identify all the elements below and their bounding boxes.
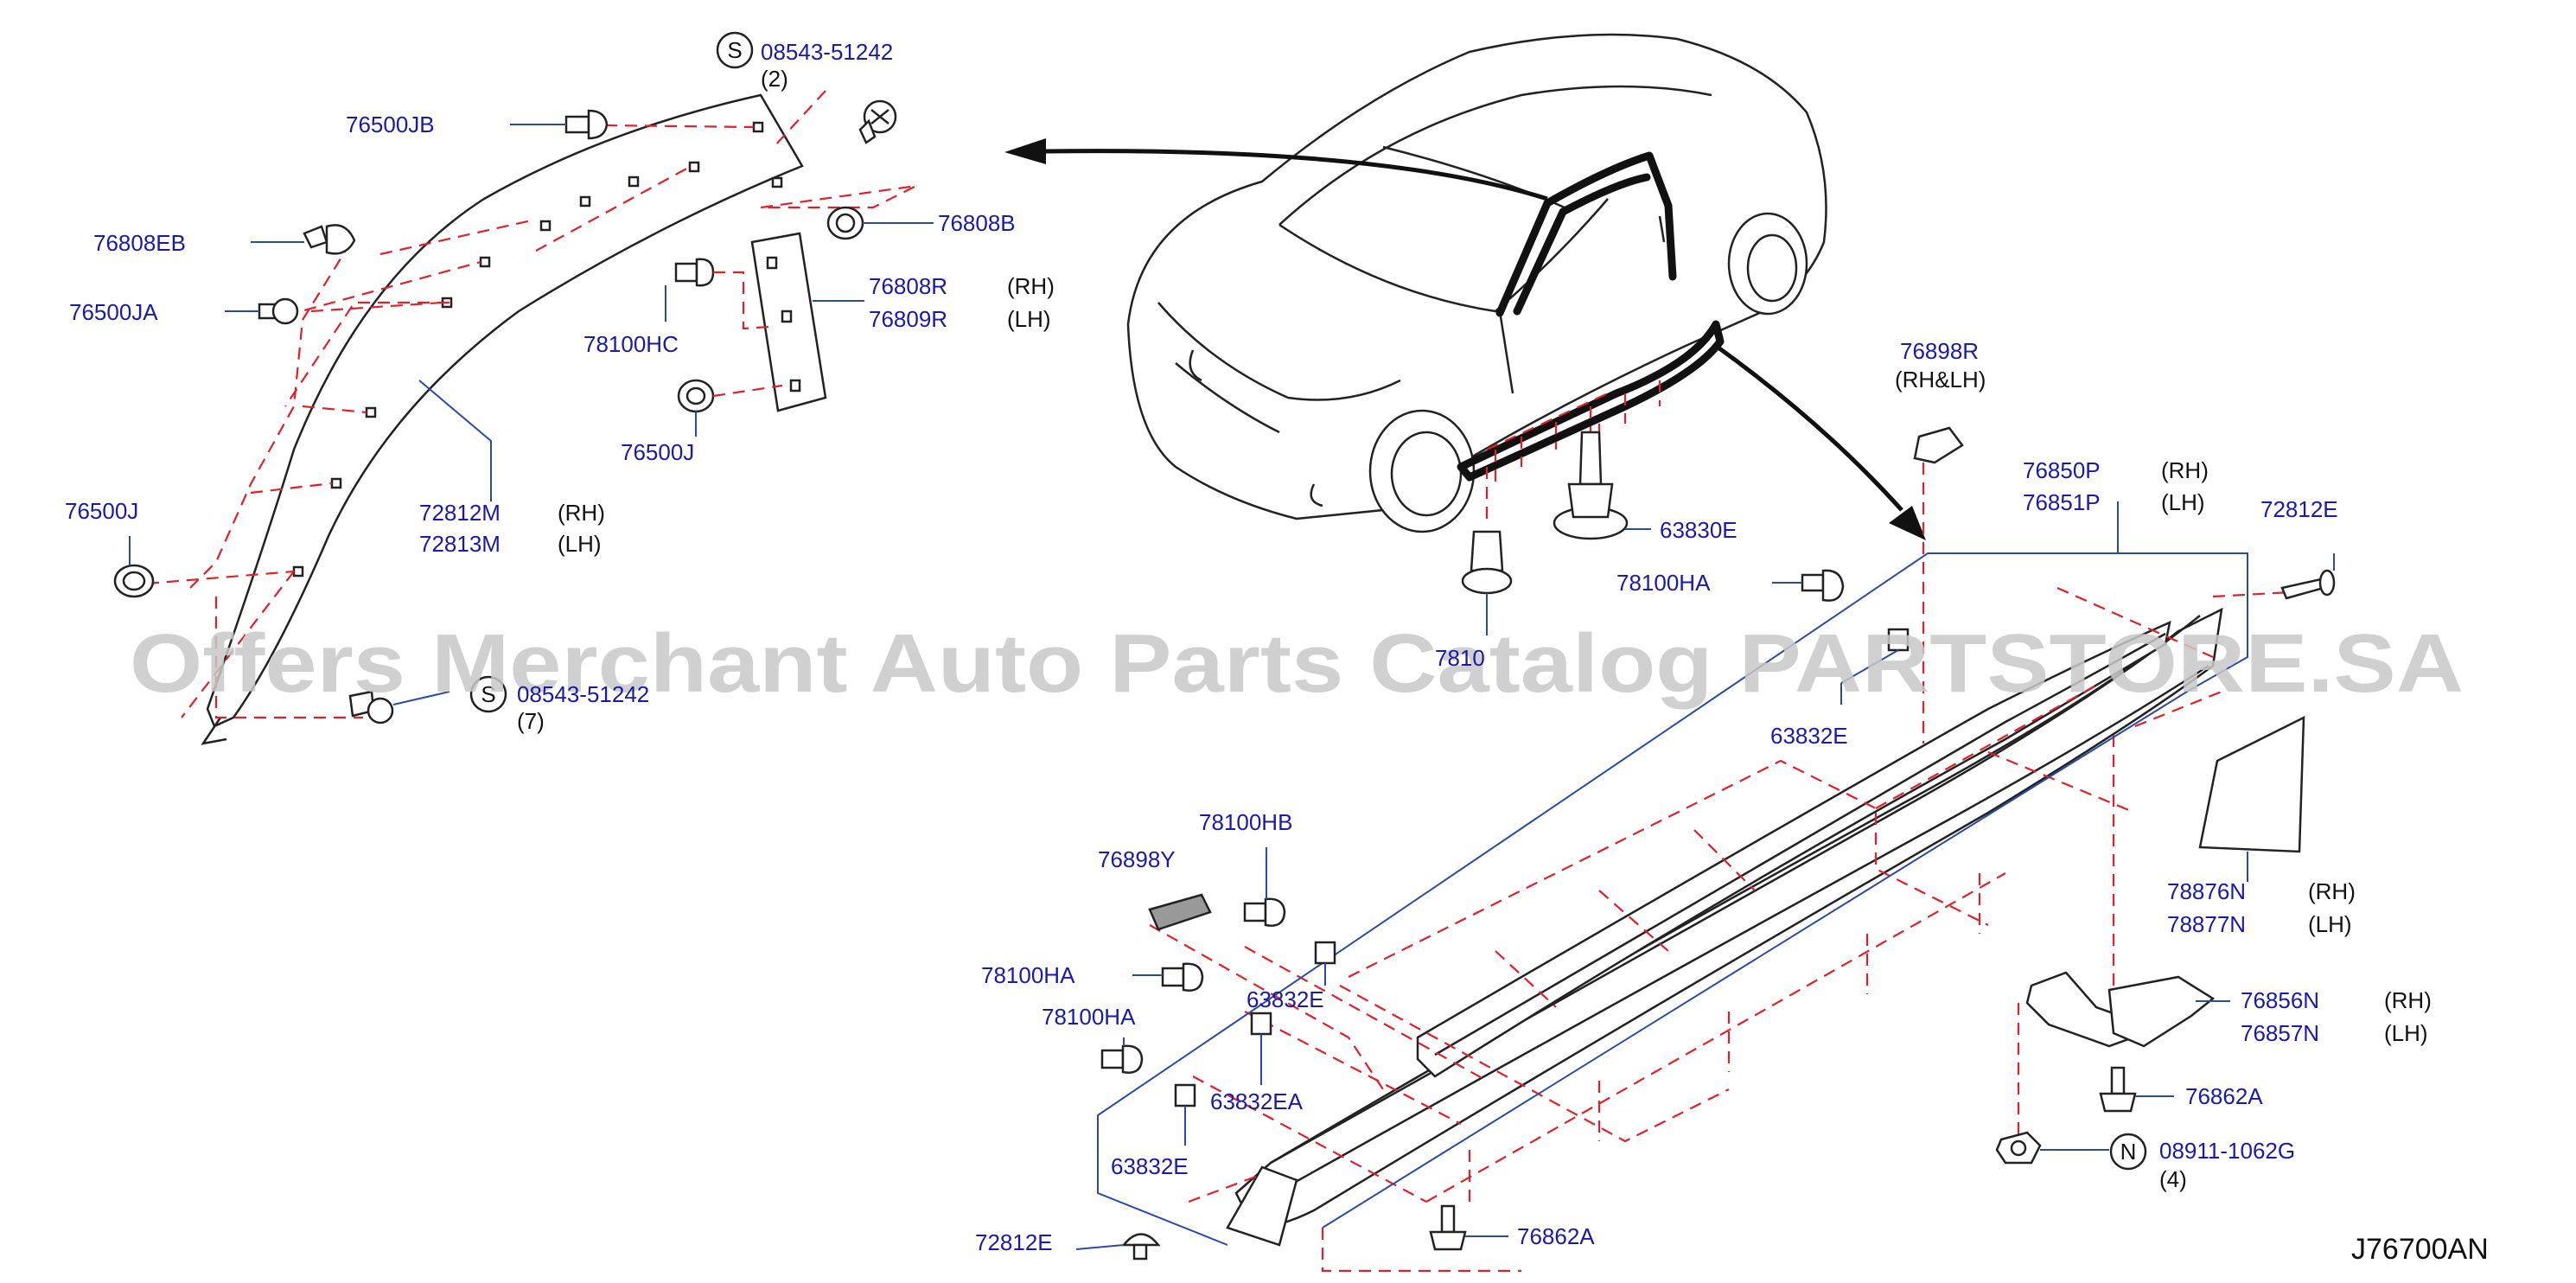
label-63832E-top: 63832E (1770, 723, 1848, 749)
label-78876N: 78876N (2167, 878, 2246, 904)
label-76856N-side: (RH) (2384, 987, 2432, 1013)
label-76850P: 76850P (2023, 457, 2101, 483)
label-63832EA: 63832EA (1210, 1088, 1304, 1114)
door-frame-highlight (1495, 151, 1677, 317)
label-76850P-side: (RH) (2161, 457, 2209, 483)
label-78877N: 78877N (2167, 911, 2246, 937)
label-78100HB: 78100HB (1199, 809, 1292, 835)
label-08911: 08911-1062G (2159, 1138, 2295, 1164)
clip-63832E-top (1840, 628, 1910, 705)
label-76898Y: 76898Y (1098, 846, 1176, 872)
label-72812E-right: 72812E (2260, 496, 2338, 522)
screw-08543-bottom (348, 690, 450, 724)
svg-text:N: N (2120, 1139, 2137, 1165)
clip-63832E-b (1174, 1083, 1196, 1146)
label-78100HA-b: 78100HA (1042, 1004, 1136, 1030)
label-76500J-left: 76500J (65, 498, 138, 524)
label-76862A-right: 76862A (2185, 1083, 2263, 1109)
clip-63830E (1553, 431, 1651, 540)
label-08543-top: 08543-51242 (761, 39, 893, 65)
grommet-76808B (826, 206, 934, 240)
label-76808R-side: (RH) (1007, 273, 1055, 299)
symbol-nut: N (2109, 1133, 2147, 1171)
label-76898R: 76898R (1900, 338, 1979, 364)
label-76808B: 76808B (938, 210, 1016, 236)
pillar-garnish-group (113, 90, 934, 745)
pin-72812E-right (2280, 553, 2336, 600)
car-illustration (1126, 33, 1827, 533)
label-78876N-side: (RH) (2308, 878, 2356, 904)
bolt-76862A-right (2099, 1066, 2174, 1113)
bracket-76808R (750, 232, 864, 412)
clip-7810-partial (1461, 530, 1513, 635)
label-08543-bottom: 08543-51242 (517, 681, 649, 707)
pillar-garnish-72812M (206, 93, 804, 728)
mudflap-78876N (2198, 715, 2305, 882)
label-08543-top-qty: (2) (761, 66, 788, 92)
label-76851P: 76851P (2023, 489, 2101, 515)
label-72813M: 72813M (419, 531, 501, 557)
clip-76500J-left (113, 536, 155, 598)
label-76851P-side: (LH) (2161, 489, 2205, 515)
label-7810-partial: 7810 (1435, 645, 1485, 671)
label-76856N: 76856N (2241, 987, 2319, 1013)
clip-63832EA (1250, 1012, 1272, 1085)
symbol-screw-bottom: S (469, 675, 507, 713)
pad-76898R (1913, 426, 1964, 464)
label-78100HA-a: 78100HA (981, 962, 1075, 988)
part-labels: 08543-51242 (2) 76500JB 76808B 76808EB 7… (65, 39, 2432, 1255)
clip-63832E-a (1314, 941, 1336, 986)
label-78877N-side: (LH) (2308, 911, 2352, 937)
label-76898R-side: (RH&LH) (1895, 367, 1986, 393)
label-76857N-side: (LH) (2384, 1020, 2428, 1046)
clip-76500JB (510, 109, 609, 140)
label-08543-bottom-qty: (7) (517, 708, 545, 734)
clip-76500J-middle (677, 379, 783, 437)
bracket-76856N (2025, 971, 2230, 1048)
pin-72812E-left (1075, 1233, 1161, 1261)
label-63830E: 63830E (1660, 517, 1738, 543)
watermark-text: Offers Merchant Auto Parts Catalog PARTS… (130, 617, 2464, 710)
symbol-screw-top: S (716, 31, 754, 69)
side-sill-group (1075, 426, 2336, 1273)
clip-78100HC (665, 258, 770, 330)
label-76808EB: 76808EB (93, 230, 186, 256)
label-76500J-middle: 76500J (621, 439, 694, 465)
label-72813M-side: (LH) (558, 531, 602, 557)
label-76808R: 76808R (869, 273, 947, 299)
sill-dashed-guides (1149, 586, 2292, 1273)
clip-78100HA-b (1100, 1037, 1144, 1074)
label-76500JB: 76500JB (346, 112, 435, 137)
callout-arrows (1004, 138, 1926, 540)
nut-08911 (1995, 1131, 2109, 1165)
label-08911-qty: (4) (2159, 1166, 2187, 1192)
clip-76500JA (225, 297, 299, 325)
label-76809R-side: (LH) (1007, 306, 1051, 332)
label-76862A-bottom: 76862A (1517, 1223, 1595, 1249)
clip-78100HB (1243, 847, 1286, 927)
label-76500JA: 76500JA (69, 299, 158, 325)
svg-text:S: S (727, 37, 742, 63)
label-76857N: 76857N (2241, 1020, 2319, 1046)
label-76809R: 76809R (869, 306, 947, 332)
diagram-code: J76700AN (2351, 1233, 2489, 1266)
label-63832E-b: 63832E (1111, 1153, 1189, 1179)
bolt-76862A-bottom (1429, 1204, 1508, 1251)
clip-76808EB (251, 224, 356, 255)
screw-08543-top (858, 99, 897, 144)
label-63832E-a: 63832E (1247, 986, 1324, 1012)
pad-76898Y (1148, 893, 1212, 931)
side-sill-highlight (1457, 320, 1725, 482)
label-72812M: 72812M (419, 500, 501, 526)
label-72812M-side: (RH) (558, 500, 605, 526)
label-78100HA-top: 78100HA (1616, 570, 1711, 596)
label-72812E-left: 72812E (975, 1229, 1053, 1255)
clip-78100HA-a (1132, 962, 1204, 992)
svg-text:S: S (481, 681, 495, 707)
clip-78100HA-top (1772, 569, 1845, 602)
label-78100HC: 78100HC (583, 331, 679, 357)
